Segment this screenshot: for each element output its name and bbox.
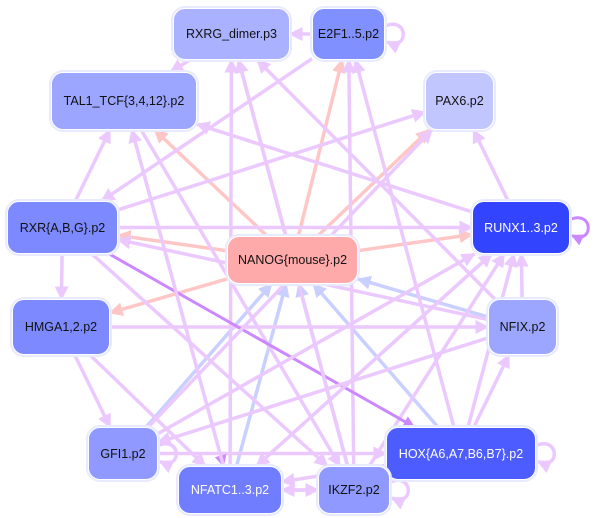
- node-nfatc[interactable]: NFATC1..3.p2: [178, 466, 282, 514]
- edge-ikzf2-to-ikzf2: [389, 478, 410, 510]
- edge-runx-to-nfatc: [255, 252, 493, 468]
- node-e2f1[interactable]: E2F1..5.p2: [312, 8, 385, 60]
- edge-hmga-to-nfatc: [88, 353, 207, 468]
- node-rxrg[interactable]: RXRG_dimer.p3: [173, 8, 290, 60]
- edge-hox-to-nanog: [312, 282, 440, 429]
- edge-nanog-to-tal1: [153, 128, 269, 238]
- node-rxr[interactable]: RXR{A,B,G}.p2: [7, 201, 118, 254]
- edge-hox-to-hox: [535, 442, 556, 474]
- edge-runx-to-tal1: [195, 121, 473, 214]
- edge-hox-to-nfix: [472, 353, 511, 428]
- edge-runx-to-pax6: [472, 128, 510, 202]
- node-tal1[interactable]: TAL1_TCF{3,4,12}.p2: [51, 72, 197, 130]
- edge-nanog-to-runx: [357, 229, 474, 253]
- edge-nanog-to-hmga: [108, 277, 228, 317]
- node-runx[interactable]: RUNX1..3.p2: [472, 201, 570, 254]
- edge-gfi1-to-nanog: [144, 282, 273, 429]
- edge-rxr-to-hmga: [54, 253, 69, 301]
- node-nfix[interactable]: NFIX.p2: [488, 299, 557, 355]
- edge-nanog-to-rxr: [116, 230, 228, 253]
- edge-rxrg-to-tal1: [169, 58, 191, 74]
- edge-rxr-to-hox: [108, 252, 416, 429]
- edge-hox-to-e2f1: [351, 58, 456, 428]
- edge-e2f1-to-e2f1: [384, 22, 405, 54]
- node-pax6[interactable]: PAX6.p2: [425, 72, 494, 130]
- edge-hmga-to-gfi1: [73, 354, 112, 429]
- edge-nanog-to-e2f1: [296, 58, 346, 237]
- edge-nfix-to-runx: [514, 252, 529, 300]
- node-gfi1[interactable]: GFI1.p2: [88, 427, 158, 480]
- edge-rxr-to-tal1: [73, 128, 112, 202]
- node-ikzf2[interactable]: IKZF2.p2: [318, 466, 390, 514]
- node-hmga[interactable]: HMGA1,2.p2: [12, 299, 110, 355]
- node-nanog[interactable]: NANOG{mouse}.p2: [227, 236, 358, 284]
- edge-tal1-to-ikzf2: [139, 129, 342, 468]
- edge-runx-to-runx: [569, 216, 590, 246]
- edge-nanog-to-pax6: [316, 128, 431, 238]
- edge-rxr-to-ikzf2: [90, 252, 329, 468]
- edge-nfatc-to-tal1: [128, 128, 226, 467]
- node-hox[interactable]: HOX{A6,A7,B6,B7}.p2: [386, 427, 536, 480]
